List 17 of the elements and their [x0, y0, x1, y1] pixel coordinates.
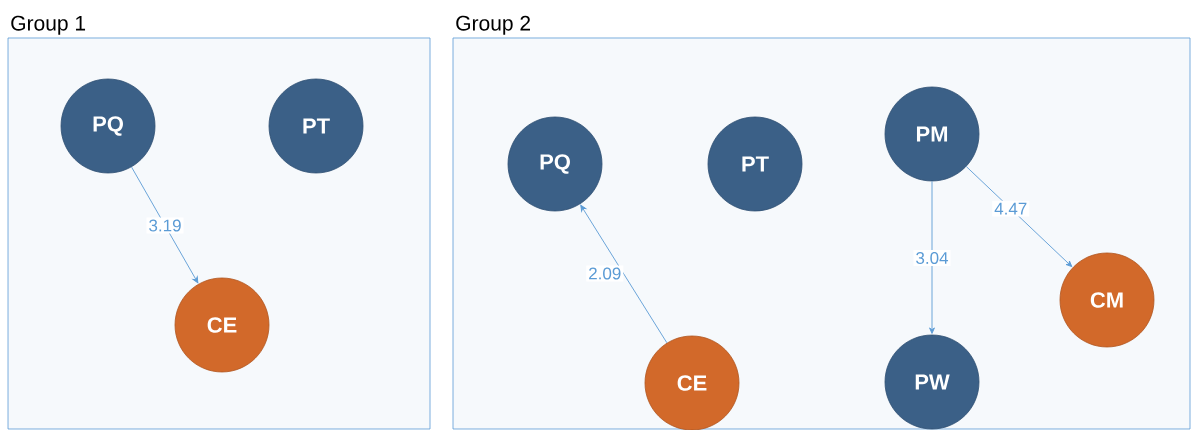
circle-node: CE — [174, 277, 270, 373]
circle-node: PW — [884, 334, 980, 430]
circle-node: PQ — [60, 78, 156, 174]
node-label: Group 2 — [456, 15, 530, 35]
circle-node: PQ — [507, 116, 603, 212]
arrow — [580, 204, 668, 344]
arrow — [965, 166, 1073, 268]
arrow — [131, 166, 199, 284]
arrow — [929, 180, 935, 334]
edge-label: 3.19 — [146, 217, 184, 234]
circle-node: PT — [268, 78, 364, 174]
circle-node: CE — [644, 335, 740, 430]
node-label: Group 1 — [11, 15, 86, 35]
circle-node: PM — [884, 86, 980, 182]
circle-node: PT — [707, 116, 803, 212]
circle-node: CM — [1059, 252, 1155, 348]
edge-label: 2.09 — [586, 265, 624, 282]
